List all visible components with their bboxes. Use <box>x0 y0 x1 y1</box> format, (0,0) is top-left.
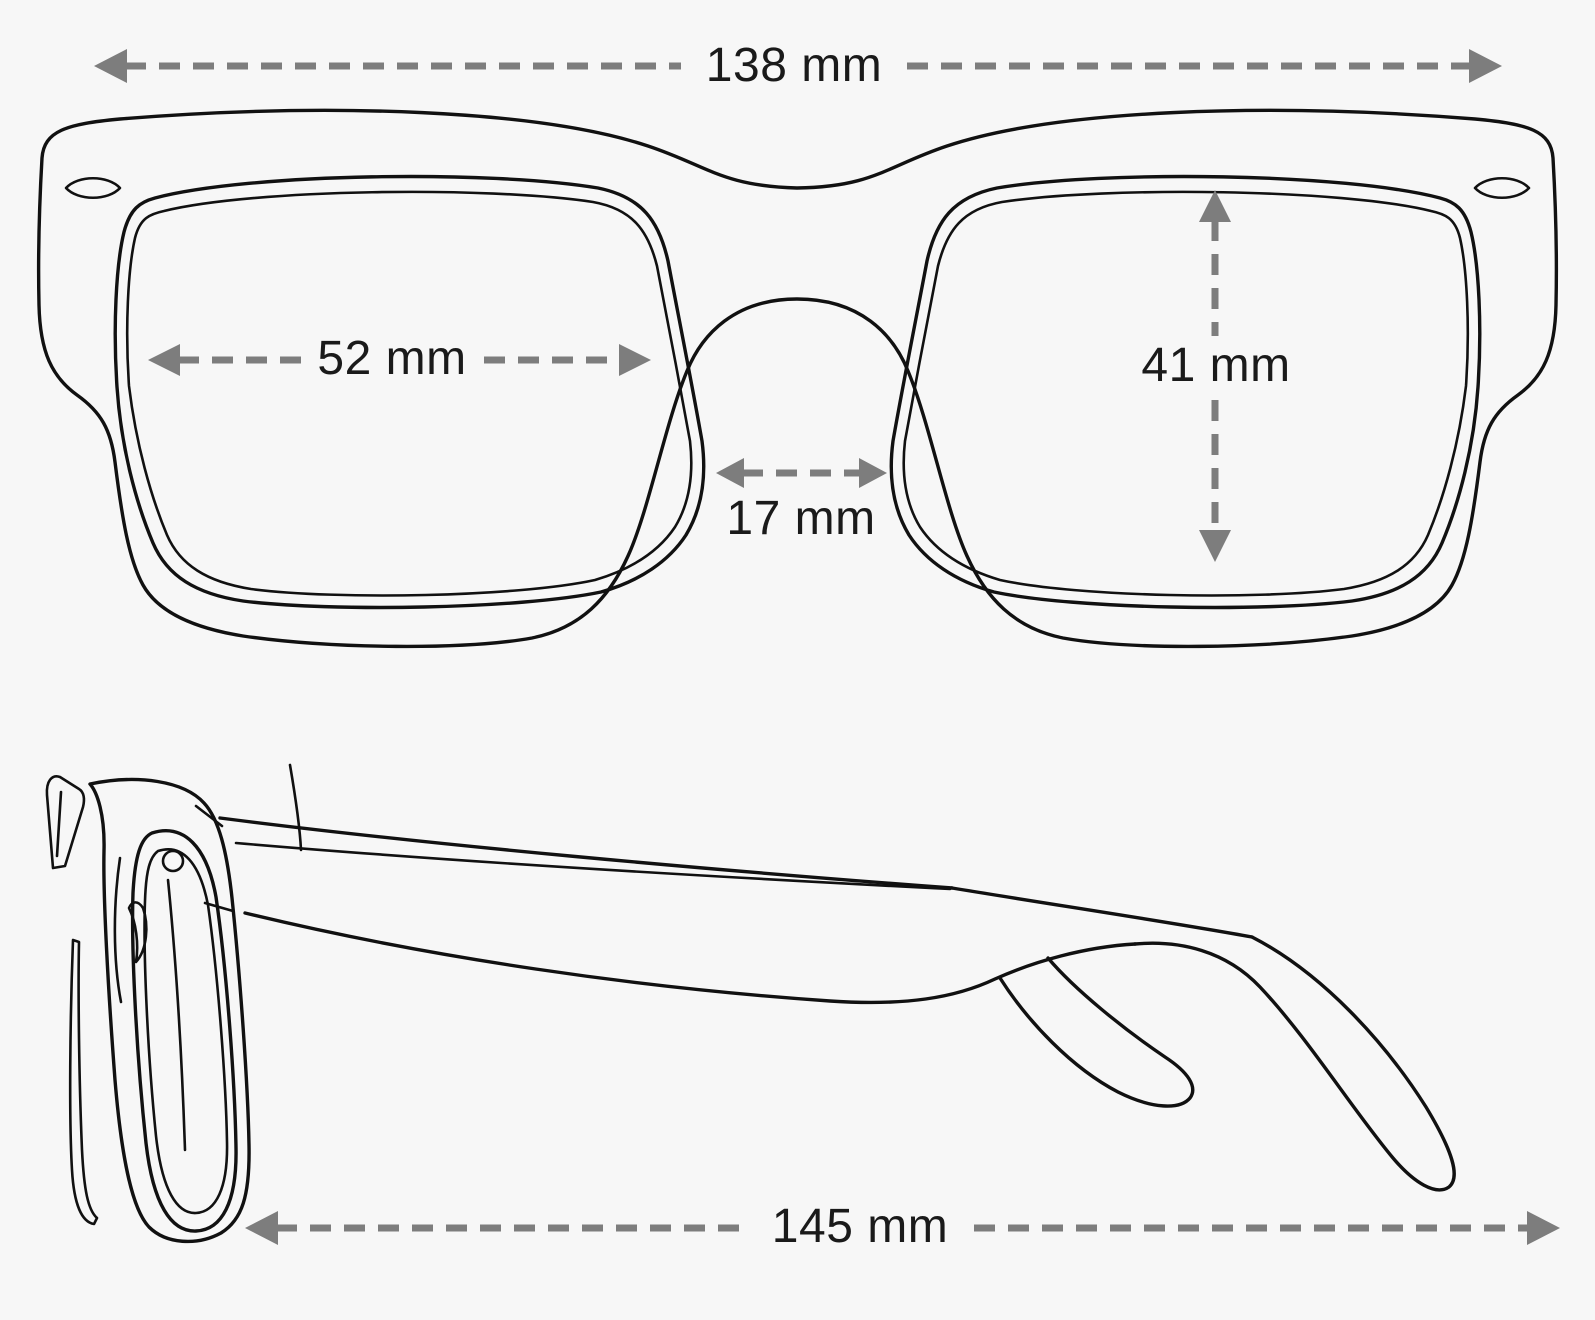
glasses-side-view <box>45 763 1456 1244</box>
temple-length-label: 145 mm <box>771 1200 949 1253</box>
right-lens-inner-rim <box>902 190 1470 597</box>
far-temple-tip-line <box>55 790 63 858</box>
arrowhead-left-icon <box>245 1211 278 1245</box>
left-rivet-icon <box>64 177 122 199</box>
temple-length-dimension <box>245 1211 1560 1245</box>
side-nose-pad-shape <box>127 901 148 964</box>
frame-outline <box>36 108 1559 649</box>
glasses-front-view <box>36 108 1559 649</box>
side-rivet-icon <box>161 849 185 873</box>
temple-bottom-edge <box>243 911 1137 1005</box>
arrowhead-right-icon <box>619 344 651 376</box>
temple-top-edge-continued <box>950 886 1254 939</box>
arrowhead-right-icon <box>1469 49 1502 83</box>
arrowhead-left-icon <box>94 49 127 83</box>
arrowhead-up-icon <box>1199 190 1231 222</box>
lens-width-label: 52 mm <box>317 332 467 385</box>
far-temple-ear-hook <box>998 956 1195 1108</box>
side-lens-reflection-line-2 <box>288 763 303 852</box>
side-hinge-bevel-top <box>194 804 224 828</box>
left-lens-outer-rim <box>113 174 706 610</box>
frame-width-label: 138 mm <box>705 39 883 92</box>
arrowhead-right-icon <box>859 458 887 488</box>
side-far-rim-strip <box>68 938 99 1226</box>
frame-width-dimension <box>94 49 1502 83</box>
lens-height-label: 41 mm <box>1141 339 1291 392</box>
arrowhead-left-icon <box>148 344 180 376</box>
side-lens-reflection-line <box>166 878 187 1152</box>
right-rivet-icon <box>1473 176 1531 200</box>
side-nose-pad <box>113 856 123 1004</box>
lens-height-dimension <box>1199 190 1231 562</box>
side-hinge-bevel-bottom <box>203 901 235 913</box>
near-temple-ear-hook <box>1133 935 1456 1192</box>
bridge-width-label: 17 mm <box>726 492 876 545</box>
far-temple-tip <box>45 775 86 870</box>
side-lens-outer-rim <box>130 829 238 1233</box>
lens-width-dimension <box>148 344 651 376</box>
temple-top-inner-edge <box>234 841 952 891</box>
bridge-width-dimension <box>716 458 887 488</box>
temple-top-edge <box>218 816 954 890</box>
left-lens-inner-rim <box>125 190 693 597</box>
side-lens-inner-rim <box>143 848 229 1215</box>
arrowhead-left-icon <box>716 458 744 488</box>
arrowhead-down-icon <box>1199 530 1231 562</box>
side-frame-front <box>88 777 251 1244</box>
arrowhead-right-icon <box>1527 1211 1560 1245</box>
